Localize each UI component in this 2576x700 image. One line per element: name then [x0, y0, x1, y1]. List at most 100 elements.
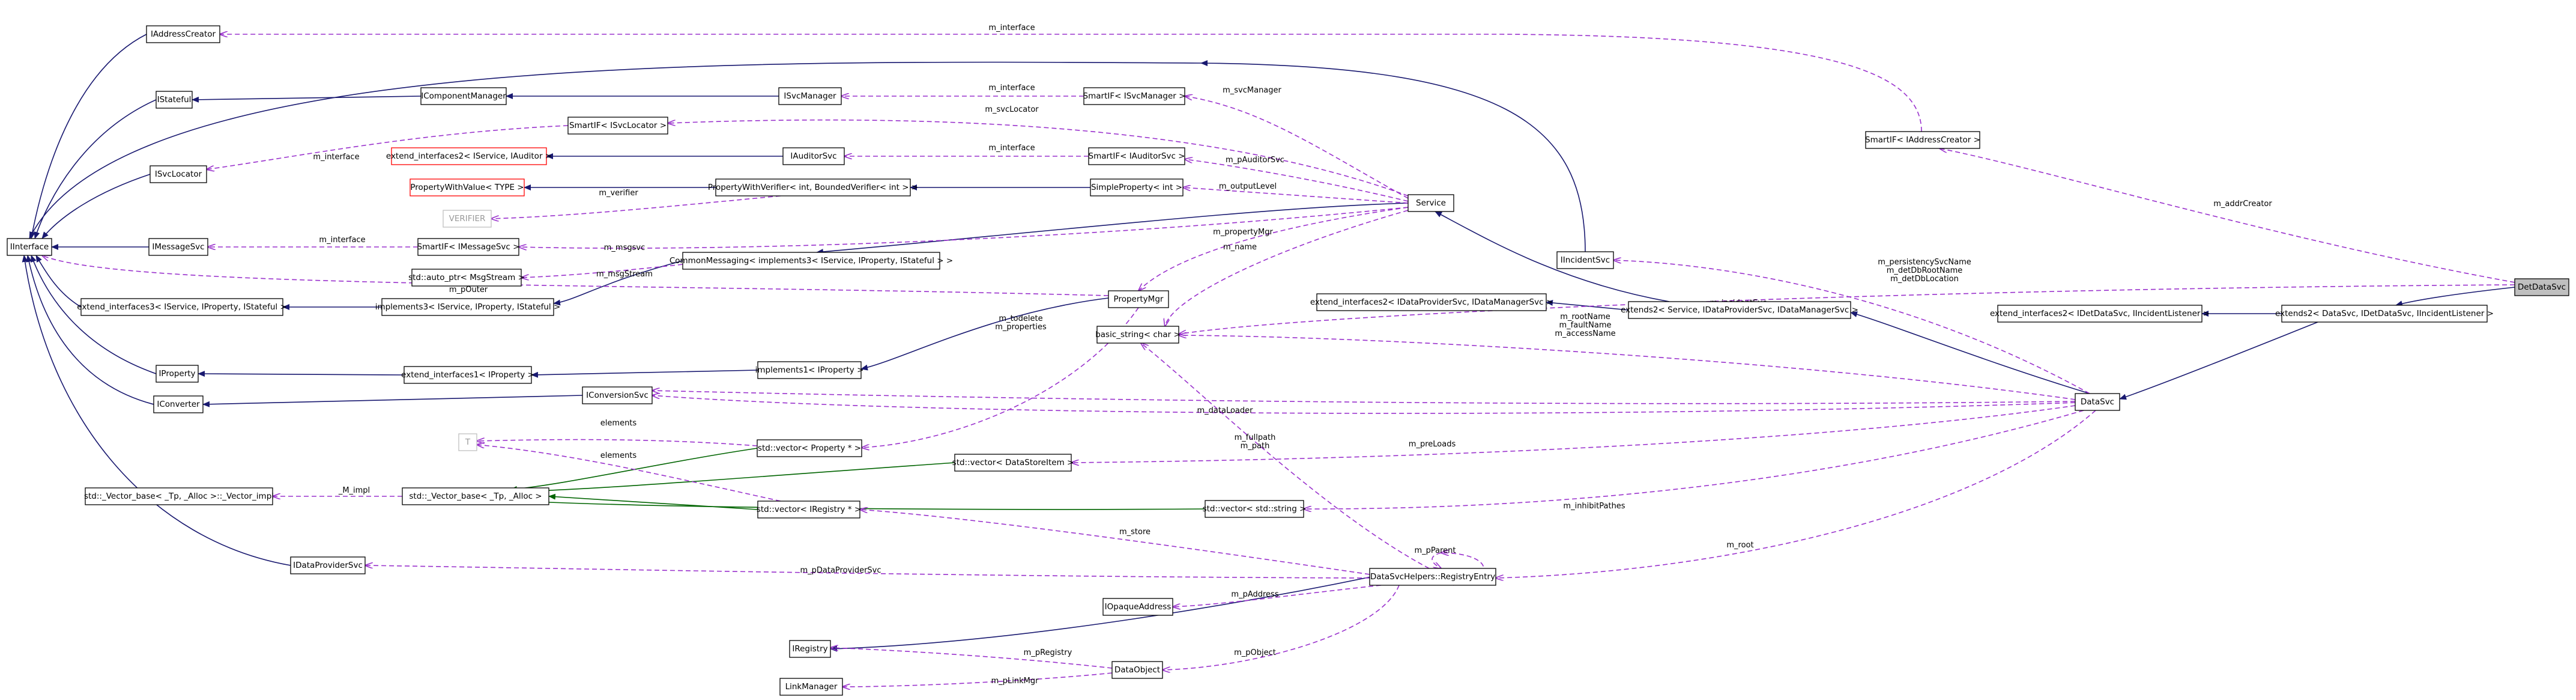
class-node-extend-interfaces1-iproperty[interactable]: extend_interfaces1< IProperty > — [401, 366, 534, 384]
edge-extends2service-to-extend-interfaces2 — [1546, 300, 1629, 311]
class-node-istateful[interactable]: IStateful — [156, 91, 193, 109]
class-node-vector-iregistry[interactable]: std::vector< IRegistry * > — [757, 501, 861, 519]
edge-label: m_pDataProviderSvc — [800, 566, 881, 575]
class-node-extend-interfaces2-idetdatasvc-iincidentlistener[interactable]: extend_interfaces2< IDetDataSvc, IIncide… — [1990, 305, 2210, 323]
class-node-label: extend_interfaces3< IService, IProperty,… — [77, 302, 287, 312]
class-node-smartif-isvcmanager[interactable]: SmartIF< ISvcManager > — [1083, 87, 1186, 105]
class-node-label: IConverter — [157, 400, 200, 409]
edge-use-name — [1165, 210, 1409, 326]
class-node-extend-interfaces2-idataprovidersvc-idatamanagersvc[interactable]: extend_interfaces2< IDataProviderSvc, ID… — [1310, 293, 1553, 311]
class-node-label: IMessageSvc — [152, 242, 204, 252]
class-node-extend-interfaces3[interactable]: extend_interfaces3< IService, IProperty,… — [77, 298, 287, 316]
edge-implements1-to-extend-interfaces1 — [531, 370, 758, 378]
edge-use-pregistry — [830, 648, 1113, 669]
class-node-label: ISvcLocator — [155, 169, 202, 179]
class-node-label: Service — [1416, 198, 1446, 208]
class-node-label: PropertyWithVerifier< int, BoundedVerifi… — [708, 183, 918, 192]
class-node-commonmessaging[interactable]: CommonMessaging< implements3< IService, … — [670, 252, 953, 270]
class-node-imessagesvc[interactable]: IMessageSvc — [148, 238, 208, 256]
class-node-label: IAddressCreator — [151, 29, 216, 39]
class-node-label: extend_interfaces2< IDetDataSvc, IIncide… — [1990, 309, 2210, 318]
class-node-iaddresscreator[interactable]: IAddressCreator — [146, 25, 220, 43]
class-node-iinterface[interactable]: IInterface — [7, 238, 52, 256]
class-node-registryentry[interactable]: DataSvcHelpers::RegistryEntry — [1369, 568, 1496, 586]
class-node-iconverter[interactable]: IConverter — [153, 395, 204, 413]
class-node-t[interactable]: T — [458, 433, 477, 451]
class-node-isvclocator[interactable]: ISvcLocator — [150, 165, 207, 183]
class-node-iincidentsvc[interactable]: IIncidentSvc — [1556, 251, 1614, 269]
class-node-smartif-iauditorsvc[interactable]: SmartIF< IAuditorSvc > — [1088, 147, 1185, 165]
class-node-vector-string[interactable]: std::vector< std::string > — [1203, 500, 1307, 518]
edge-iconversionsvc-to-iconverter — [202, 395, 583, 407]
edge-label: m_pOuter — [449, 285, 488, 294]
edge-use-pdataprovidersvc — [365, 565, 1370, 579]
edge-label: m_pAuditorSvc — [1226, 156, 1284, 165]
class-node-smartif-iaddresscreator[interactable]: SmartIF< IAddressCreator > — [1865, 131, 1980, 149]
class-node-isvcmanager[interactable]: ISvcManager — [778, 87, 842, 105]
class-node-label: extends2< DataSvc, IDetDataSvc, IInciden… — [2275, 309, 2494, 318]
class-node-propertywithvalue[interactable]: PropertyWithValue< TYPE > — [410, 178, 525, 196]
edge-icomponentmanager-to-istateful — [192, 96, 422, 103]
class-node-label: IRegistry — [792, 644, 827, 654]
class-node-label: SmartIF< IMessageSvc > — [417, 242, 520, 252]
class-node-label: IConversionSvc — [586, 391, 649, 400]
class-node-propertymgr[interactable]: PropertyMgr — [1108, 290, 1169, 308]
class-node-implements3[interactable]: implements3< IService, IProperty, IState… — [375, 298, 561, 316]
edge-use-verifier — [491, 195, 781, 219]
class-node-verifier[interactable]: VERIFIER — [443, 210, 492, 228]
edge-use-elements-t1 — [477, 440, 758, 446]
class-node-icomponentmanager[interactable]: IComponentManager — [420, 87, 507, 105]
class-node-label: std::auto_ptr< MsgStream > — [408, 273, 525, 282]
class-node-smartif-imessagesvc[interactable]: SmartIF< IMessageSvc > — [417, 238, 520, 256]
class-node-extend-interfaces2-iservice-iauditor[interactable]: extend_interfaces2< IService, IAuditor > — [386, 147, 552, 165]
edge-label: m_msgsvc — [604, 243, 645, 252]
edge-use-inhibitpathes — [1304, 410, 2084, 509]
class-node-label: IAuditorSvc — [790, 151, 836, 161]
class-node-simpleproperty[interactable]: SimpleProperty< int > — [1090, 178, 1184, 196]
class-node-implements1-iproperty[interactable]: implements1< IProperty > — [755, 361, 864, 379]
edge-use-propertymgr — [1138, 207, 1409, 291]
class-node-datasvc[interactable]: DataSvc — [2075, 393, 2120, 411]
class-node-iconversionsvc[interactable]: IConversionSvc — [582, 386, 653, 404]
class-node-label: SmartIF< ISvcManager > — [1083, 91, 1186, 101]
class-node-detdatasvc[interactable]: DetDataSvc — [2514, 278, 2569, 296]
class-node-vector-base[interactable]: std::_Vector_base< _Tp, _Alloc > — [402, 487, 549, 505]
edge-registryentry-to-iregistry — [830, 568, 1412, 652]
class-node-label: IProperty — [159, 369, 195, 379]
class-node-label: T — [465, 437, 471, 447]
class-node-label: SmartIF< IAddressCreator > — [1865, 135, 1980, 145]
class-node-label: IOpaqueAddress — [1105, 602, 1172, 612]
class-node-label: DetDataSvc — [2518, 282, 2566, 292]
class-node-vector-property[interactable]: std::vector< Property * > — [757, 439, 862, 457]
edge-vector-property-to-vector-base — [510, 448, 758, 492]
class-node-dataobject[interactable]: DataObject — [1111, 661, 1163, 679]
class-node-iregistry[interactable]: IRegistry — [789, 640, 831, 658]
class-node-label: DataSvcHelpers::RegistryEntry — [1370, 572, 1495, 582]
edge-use-iaddresscreator — [220, 34, 1922, 132]
class-node-auto-ptr-msgstream[interactable]: std::auto_ptr< MsgStream > — [408, 269, 525, 287]
class-node-label: SmartIF< IAuditorSvc > — [1089, 151, 1185, 161]
class-node-label: IComponentManager — [421, 91, 506, 101]
class-node-propertywithverifier[interactable]: PropertyWithVerifier< int, BoundedVerifi… — [708, 178, 918, 196]
class-node-label: implements1< IProperty > — [755, 365, 864, 375]
class-node-basic-string[interactable]: basic_string< char > — [1095, 326, 1181, 344]
class-node-service[interactable]: Service — [1407, 194, 1454, 212]
class-node-vector-impl[interactable]: std::_Vector_base< _Tp, _Alloc >::_Vecto… — [84, 487, 274, 505]
edge-use-elements-t2 — [477, 445, 781, 502]
edge-use-paddress — [1173, 585, 1382, 607]
class-node-iauditorsvc[interactable]: IAuditorSvc — [782, 147, 845, 165]
edge-commonmessaging-to-implements3 — [553, 260, 683, 306]
class-node-linkmanager[interactable]: LinkManager — [779, 678, 843, 696]
class-node-label: extends2< Service, IDataProviderSvc, IDa… — [1621, 305, 1858, 315]
class-node-vector-datastoreitem[interactable]: std::vector< DataStoreItem > — [952, 454, 1074, 472]
class-node-extends2-service[interactable]: extends2< Service, IDataProviderSvc, IDa… — [1621, 301, 1858, 319]
class-node-smartif-isvclocator[interactable]: SmartIF< ISvcLocator > — [567, 117, 668, 135]
class-node-extends2-datasvc[interactable]: extends2< DataSvc, IDetDataSvc, IInciden… — [2275, 305, 2494, 323]
class-node-iopaqueaddress[interactable]: IOpaqueAddress — [1102, 598, 1173, 616]
edge-label: m_dataLoader — [1197, 406, 1254, 415]
class-node-iproperty[interactable]: IProperty — [156, 365, 199, 383]
class-node-idataprovidersvc[interactable]: IDataProviderSvc — [290, 556, 366, 574]
